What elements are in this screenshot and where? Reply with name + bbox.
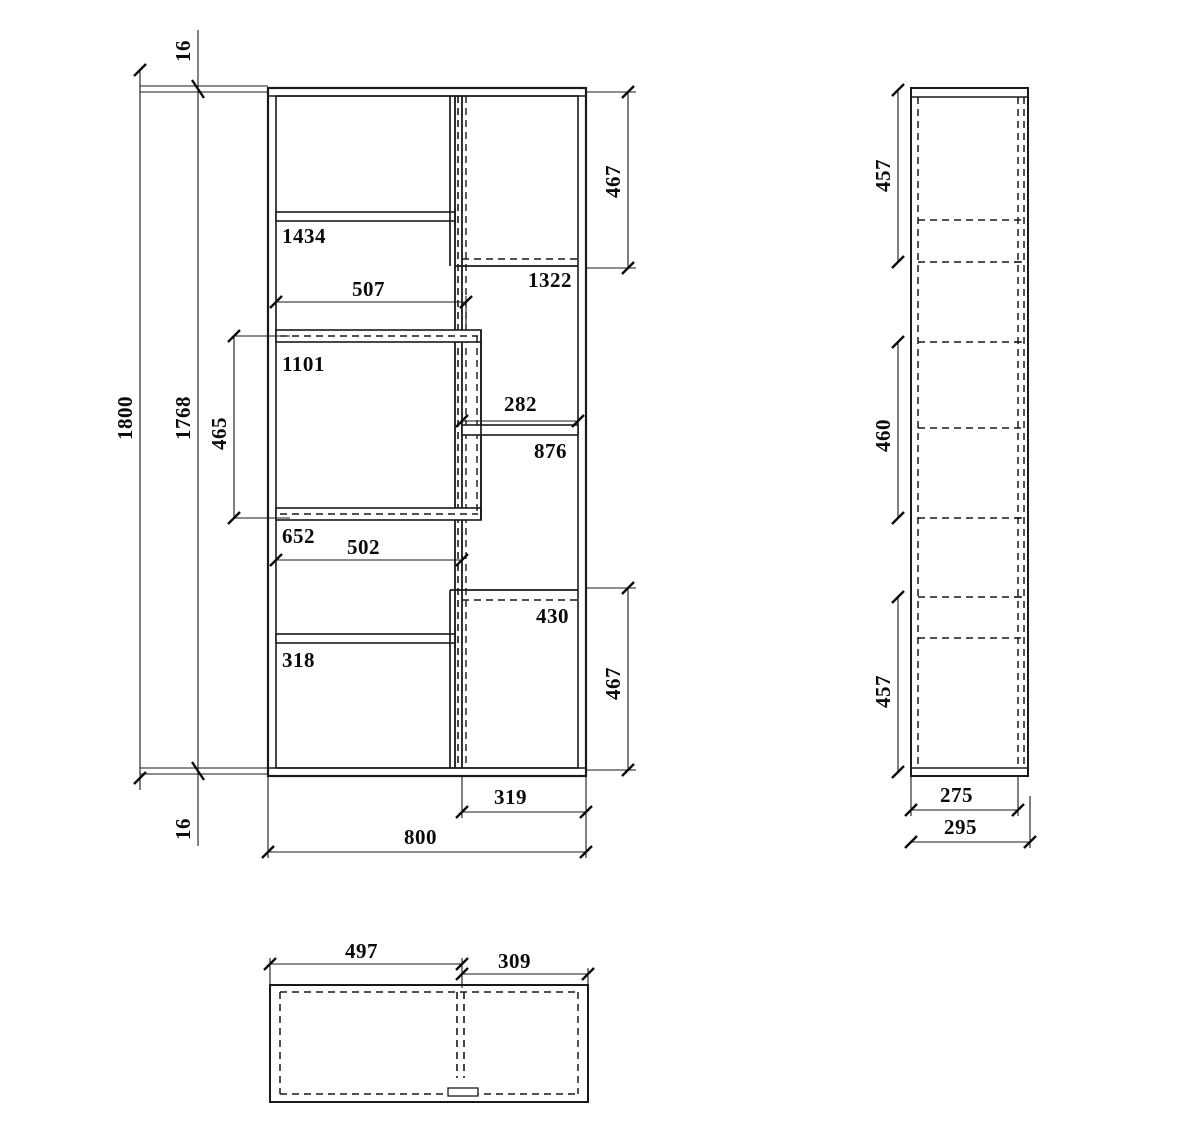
label-282: 282 bbox=[504, 392, 537, 416]
front-shelf-318 bbox=[275, 630, 456, 648]
label-1434: 1434 bbox=[282, 224, 326, 248]
dim-309 bbox=[455, 967, 595, 988]
label-1322: 1322 bbox=[528, 268, 572, 292]
dim-502 bbox=[269, 520, 469, 567]
dim-bottom-16 bbox=[140, 761, 268, 846]
label-876: 876 bbox=[534, 439, 567, 463]
label-top-16: 16 bbox=[171, 40, 195, 62]
dim-465 bbox=[227, 329, 290, 525]
front-shelf-1101 bbox=[275, 329, 482, 343]
label-465: 465 bbox=[207, 417, 231, 450]
dim-275 bbox=[904, 776, 1025, 817]
dim-467-bottom bbox=[586, 581, 636, 777]
front-shelf-430 bbox=[449, 589, 578, 768]
shelf-1434-body bbox=[275, 211, 456, 222]
label-467-top: 467 bbox=[601, 165, 625, 198]
dim-side-460 bbox=[891, 335, 905, 525]
dim-295 bbox=[904, 796, 1037, 849]
label-319: 319 bbox=[494, 785, 527, 809]
label-side-460: 460 bbox=[871, 419, 895, 452]
dim-800 bbox=[261, 776, 593, 859]
label-bottom-16: 16 bbox=[171, 818, 195, 840]
label-309: 309 bbox=[498, 949, 531, 973]
label-652: 652 bbox=[282, 524, 315, 548]
dim-1800 bbox=[133, 63, 147, 790]
front-shelf-1322 bbox=[455, 258, 578, 267]
label-502: 502 bbox=[347, 535, 380, 559]
label-1800: 1800 bbox=[113, 396, 137, 440]
plan-outer bbox=[269, 984, 589, 1103]
shelf-876-body bbox=[461, 424, 579, 436]
dim-507 bbox=[269, 295, 473, 330]
dim-side-457-bottom bbox=[891, 590, 905, 779]
dim-497 bbox=[263, 957, 469, 988]
dim-467-top bbox=[586, 85, 636, 275]
plan-bottom-notch bbox=[447, 1087, 479, 1097]
front-shelf-876 bbox=[461, 424, 579, 436]
label-497: 497 bbox=[345, 939, 378, 963]
dim-319 bbox=[455, 776, 593, 819]
front-view: 1434 1101 652 318 1322 bbox=[113, 30, 636, 859]
label-1101: 1101 bbox=[282, 352, 325, 376]
label-side-457-bottom: 457 bbox=[871, 675, 895, 708]
side-carcass-outer bbox=[910, 87, 1029, 777]
label-800: 800 bbox=[404, 825, 437, 849]
label-275: 275 bbox=[940, 783, 973, 807]
label-side-457-top: 457 bbox=[871, 159, 895, 192]
dim-282 bbox=[455, 414, 585, 428]
side-view: 457 460 457 275 bbox=[871, 83, 1037, 849]
label-467-bottom: 467 bbox=[601, 667, 625, 700]
label-295: 295 bbox=[944, 815, 977, 839]
label-1768: 1768 bbox=[171, 396, 195, 440]
dim-top-16 bbox=[140, 30, 268, 99]
label-318: 318 bbox=[282, 648, 315, 672]
dim-side-457-top bbox=[891, 83, 905, 269]
plan-view: 497 309 bbox=[263, 939, 595, 1103]
front-shelf-1434 bbox=[275, 208, 456, 226]
label-507: 507 bbox=[352, 277, 385, 301]
front-shelf-652 bbox=[275, 507, 482, 521]
shelf-318-body bbox=[275, 633, 456, 644]
label-430: 430 bbox=[536, 604, 569, 628]
